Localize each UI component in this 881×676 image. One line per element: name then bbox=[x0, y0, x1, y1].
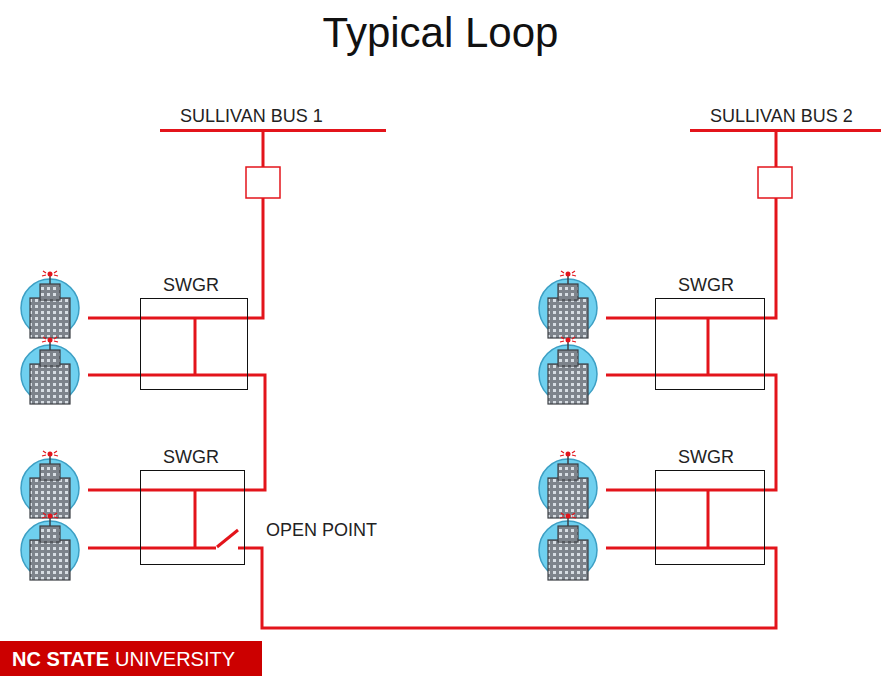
building-icon bbox=[539, 271, 597, 338]
loop-feeder bbox=[245, 375, 265, 490]
feeder-wire bbox=[88, 547, 216, 550]
feeder-wire bbox=[606, 547, 765, 550]
feeder-wire bbox=[606, 374, 765, 377]
bus-label: SULLIVAN BUS 1 bbox=[160, 105, 386, 127]
switchgear-box: SWGR bbox=[655, 470, 765, 565]
bus-bar: SULLIVAN BUS 2 bbox=[690, 105, 881, 132]
building-icon bbox=[21, 451, 79, 518]
feeder-wires bbox=[88, 318, 765, 548]
loop-feeder bbox=[248, 131, 263, 319]
feeder-wire bbox=[88, 374, 248, 377]
feeder-wire bbox=[88, 317, 248, 320]
switchgear-tie bbox=[707, 318, 710, 375]
building-icon bbox=[539, 337, 597, 404]
open-point-label: OPEN POINT bbox=[264, 519, 379, 541]
feeder-wire bbox=[88, 489, 245, 492]
switchgear-box: SWGR bbox=[140, 470, 245, 565]
building-icon bbox=[539, 513, 597, 580]
switchgear-tie bbox=[194, 490, 197, 548]
switchgear-label: SWGR bbox=[678, 447, 734, 467]
switchgear-label: SWGR bbox=[163, 447, 219, 467]
switchgear-box: SWGR bbox=[655, 298, 765, 390]
diagram-title: Typical Loop bbox=[0, 8, 881, 58]
switch-stub bbox=[238, 547, 245, 550]
logo-bar: NC STATEUNIVERSITY bbox=[0, 641, 262, 676]
logo-text: UNIVERSITY bbox=[115, 647, 235, 671]
switchgear-tie bbox=[194, 318, 197, 375]
switchgear-tie bbox=[707, 490, 710, 548]
building-icon bbox=[21, 513, 79, 580]
feeder-wire bbox=[606, 489, 765, 492]
bus-bar: SULLIVAN BUS 1 bbox=[160, 105, 386, 132]
logo-text: NC STATE bbox=[12, 647, 109, 671]
switchgear-box: SWGR bbox=[140, 298, 248, 390]
breaker-symbol bbox=[758, 167, 792, 198]
bus-label: SULLIVAN BUS 2 bbox=[690, 105, 881, 127]
loop-feeder bbox=[765, 131, 776, 319]
switchgear-label: SWGR bbox=[163, 275, 219, 295]
building-icon bbox=[21, 271, 79, 338]
building-icon bbox=[539, 451, 597, 518]
open-switch-blade bbox=[217, 530, 238, 547]
loop-feeder bbox=[245, 548, 776, 628]
switchgear-label: SWGR bbox=[678, 275, 734, 295]
building-icon bbox=[21, 337, 79, 404]
breaker-symbol bbox=[246, 167, 280, 198]
loop-feeder bbox=[765, 375, 776, 490]
feeder-wire bbox=[606, 317, 765, 320]
